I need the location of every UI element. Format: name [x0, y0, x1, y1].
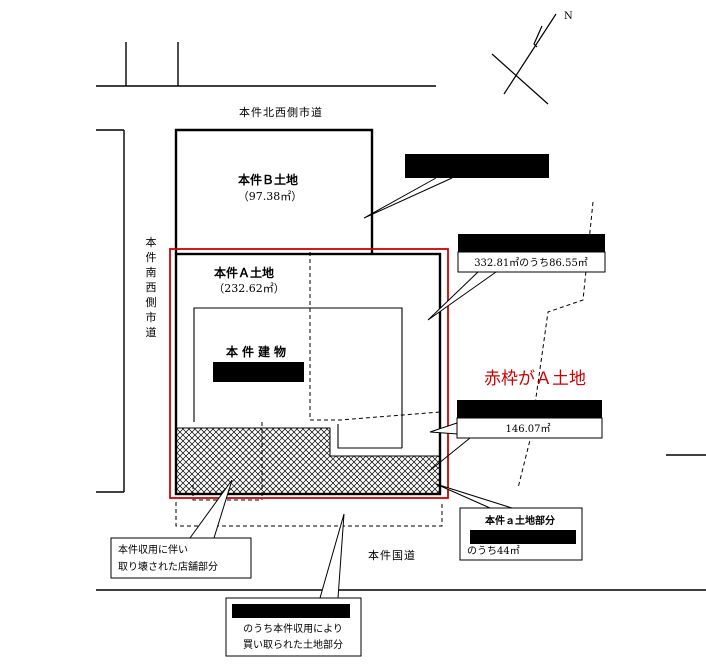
redacted-block [405, 154, 549, 178]
callout-area-332: 332.81㎡のうち86.55㎡ [427, 234, 606, 321]
redacted-block [213, 362, 304, 382]
red-frame-note: 赤枠がＡ土地 [484, 369, 586, 389]
callout-store: 本件収用に伴い 取り壊された店舗部分 [110, 479, 252, 579]
street-national: 本件国道 [368, 548, 416, 562]
building-title: 本件建物 [226, 344, 290, 359]
street-lines [96, 42, 706, 591]
redacted-block [458, 234, 605, 252]
street-south-west-char: 南 [146, 266, 157, 279]
land-a-area: （232.62㎡） [213, 282, 285, 295]
red-frame [169, 248, 449, 499]
redacted-block [457, 400, 602, 418]
land-b-title: 本件Ｂ土地 [238, 172, 298, 187]
callout-area-146: 146.07㎡ [427, 400, 603, 473]
street-south-west-char: 西 [146, 281, 157, 294]
land-a-title: 本件Ａ土地 [214, 265, 274, 280]
street-south-west-char: 側 [146, 296, 157, 309]
purchased-line2: 買い取られた土地部分 [243, 638, 343, 651]
redacted-block [232, 604, 350, 618]
area-146-text: 146.07㎡ [506, 423, 551, 435]
redacted-block [470, 530, 576, 544]
land-a-small-note: のうち44㎡ [467, 545, 520, 557]
compass-north-label: N [564, 11, 573, 22]
store-line2: 取り壊された店舗部分 [118, 560, 218, 573]
callout-land-a-small: 本件ａ土地部分 のうち44㎡ [435, 483, 583, 561]
building: 本件建物 [193, 307, 403, 449]
street-south-west: 本 件 南 西 側 市 道 [146, 235, 157, 339]
street-north-west: 本件北西側市道 [239, 105, 323, 119]
compass-icon: N [491, 11, 573, 105]
land-b-area: （97.38㎡） [238, 190, 303, 203]
purchased-line1: のうち本件収用により [243, 622, 343, 635]
area-332-text: 332.81㎡のうち86.55㎡ [474, 257, 588, 269]
land-a-small-title: 本件ａ土地部分 [485, 514, 555, 527]
street-south-west-char: 道 [146, 325, 157, 339]
street-south-west-char: 本 [146, 235, 157, 249]
land-b: 本件Ｂ土地 （97.38㎡） [174, 128, 374, 254]
street-south-west-char: 市 [146, 310, 157, 324]
street-south-west-char: 件 [146, 251, 157, 264]
callout-land-b [363, 154, 549, 219]
store-line1: 本件収用に伴い [118, 543, 188, 556]
callout-purchased: のうち本件収用により 買い取られた土地部分 [225, 513, 362, 657]
hatched-land-strip [175, 427, 441, 495]
